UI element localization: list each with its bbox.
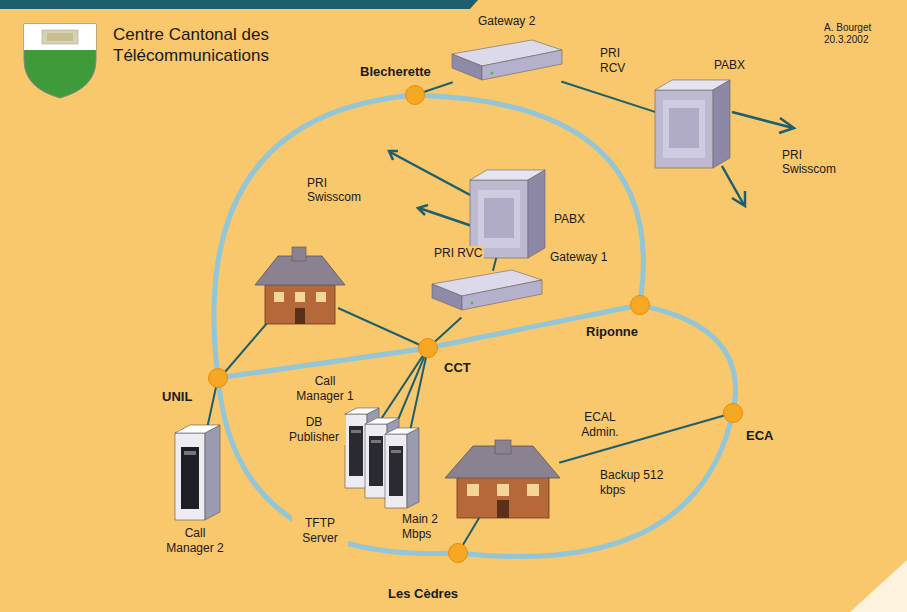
device-label: DB Publisher bbox=[282, 415, 346, 445]
device-label: Gateway 2 bbox=[476, 14, 537, 29]
server-icon: Call Manager 2 bbox=[175, 425, 220, 520]
network-site: ECA bbox=[723, 403, 743, 423]
ring-link bbox=[214, 96, 405, 368]
link-line bbox=[435, 318, 460, 341]
ring-link bbox=[650, 307, 736, 403]
line-label: PRI Swisscom bbox=[305, 176, 375, 204]
ring-link bbox=[468, 423, 730, 557]
site-label: ECA bbox=[744, 428, 775, 443]
corner-band bbox=[850, 560, 907, 612]
site-label: Blecherette bbox=[358, 64, 433, 79]
device-label: ECAL Admin. bbox=[572, 410, 628, 440]
link-line bbox=[424, 83, 452, 92]
building-icon: ECAL Admin. bbox=[445, 440, 560, 518]
link-label: PRI RVC bbox=[432, 246, 484, 261]
author-note: A. Bourget 20.3.2002 bbox=[822, 22, 888, 46]
gateway-icon: Gateway 1 bbox=[432, 270, 542, 318]
gateway-icon: Gateway 2 bbox=[452, 40, 562, 88]
line-label: PRI Swisscom bbox=[780, 148, 854, 176]
network-site: UNIL bbox=[208, 368, 228, 388]
network-site: Les Cèdres bbox=[448, 543, 468, 563]
link-line bbox=[463, 518, 479, 544]
link-label: Backup 512 kbps bbox=[598, 468, 680, 498]
building-icon bbox=[255, 247, 345, 324]
link-line bbox=[208, 388, 216, 425]
link-label: PRI RCV bbox=[598, 46, 636, 76]
network-site: Blecherette bbox=[405, 85, 425, 105]
site-label: Les Cèdres bbox=[386, 586, 460, 601]
link-line bbox=[562, 82, 655, 112]
ring-link bbox=[228, 349, 418, 376]
network-site: CCT bbox=[418, 338, 438, 358]
device-label: Call Manager 2 bbox=[160, 526, 230, 556]
pabx-icon: PABX bbox=[470, 170, 545, 258]
device-label: PABX bbox=[712, 58, 747, 73]
network-site: Riponne bbox=[630, 295, 650, 315]
site-label: CCT bbox=[442, 360, 473, 375]
device-label: PABX bbox=[552, 212, 587, 227]
site-label: Riponne bbox=[584, 324, 640, 339]
link-label: Main 2 Mbps bbox=[400, 512, 452, 542]
swisscom-arrows bbox=[389, 112, 794, 226]
device-label: Gateway 1 bbox=[548, 250, 609, 265]
link-line bbox=[411, 358, 426, 428]
diagram-title: Centre Cantonal des Télécommunications bbox=[113, 24, 303, 66]
device-label: Call Manager 1 bbox=[292, 374, 358, 404]
ring-link bbox=[425, 95, 643, 295]
link-line bbox=[493, 258, 496, 270]
canton-shield bbox=[24, 24, 96, 98]
site-label: UNIL bbox=[160, 389, 194, 404]
device-label: TFTP Server bbox=[292, 516, 348, 546]
pabx-icon: PABX bbox=[655, 80, 730, 168]
header-bar bbox=[0, 0, 478, 9]
server-icon: TFTP Server bbox=[385, 428, 419, 508]
